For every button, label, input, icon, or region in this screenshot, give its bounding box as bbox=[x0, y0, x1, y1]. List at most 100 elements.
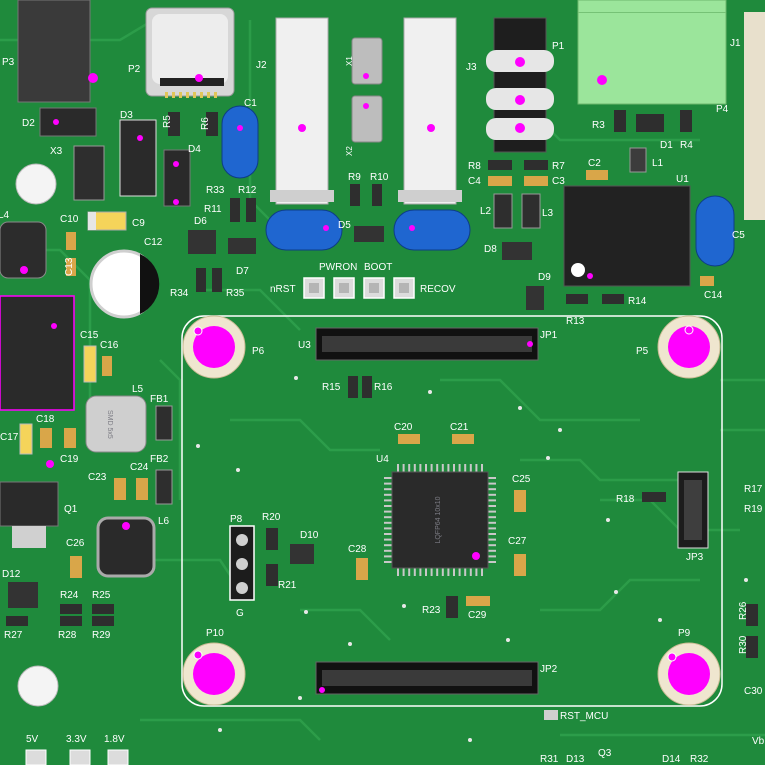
label-l6: L6 bbox=[158, 516, 170, 527]
label-d12: D12 bbox=[2, 569, 21, 580]
label-c20: C20 bbox=[394, 422, 413, 433]
label-d2: D2 bbox=[22, 118, 35, 129]
ic-u1: U1 bbox=[563, 174, 691, 287]
label-c17: C17 bbox=[0, 432, 19, 443]
label-x2: X2 bbox=[345, 146, 354, 156]
diode-d12: D12 bbox=[2, 569, 38, 608]
diode-d2: D2 bbox=[22, 107, 97, 137]
capacitors-c15-c16 bbox=[83, 345, 112, 383]
resistor-r23 bbox=[446, 596, 458, 618]
resistors-r13-r14: R13 R14 bbox=[566, 294, 647, 327]
label-c13: C13 bbox=[64, 257, 75, 276]
label-d13: D13 bbox=[566, 754, 585, 765]
label-r3: R3 bbox=[592, 120, 605, 131]
label-5v: 5V bbox=[26, 734, 39, 745]
label-r17: R17 bbox=[744, 484, 763, 495]
label-c28: C28 bbox=[348, 544, 367, 555]
label-p2: P2 bbox=[128, 64, 141, 75]
mount-pad-p9: P9 bbox=[657, 628, 721, 706]
label-q3: Q3 bbox=[598, 748, 612, 759]
label-r23: R23 bbox=[422, 605, 441, 616]
label-g: G bbox=[236, 608, 244, 619]
diode-d3: D3 bbox=[119, 110, 157, 197]
ic-u4-lqfp64: LQFP64 10x10 U4 bbox=[376, 454, 496, 576]
label-c1: C1 bbox=[244, 98, 257, 109]
label-r7: R7 bbox=[552, 161, 565, 172]
label-u3: U3 bbox=[298, 340, 311, 351]
label-nrst: nRST bbox=[270, 284, 296, 295]
capacitor-c6 bbox=[265, 209, 343, 251]
label-x1: X1 bbox=[345, 56, 354, 66]
diode-d7: D7 bbox=[228, 238, 256, 277]
capacitor-c1: C1 bbox=[221, 98, 259, 179]
label-r30: R30 bbox=[738, 635, 749, 654]
label-r11: R11 bbox=[204, 204, 222, 215]
header-p8: P8 G bbox=[229, 514, 255, 619]
label-r34: R34 bbox=[170, 288, 189, 299]
label-r12: R12 bbox=[238, 185, 257, 196]
connector-jp3: JP3 bbox=[677, 471, 709, 563]
connector-jp1: U3 JP1 bbox=[298, 327, 558, 361]
label-c23: C23 bbox=[88, 472, 107, 483]
label-c5: C5 bbox=[732, 230, 745, 241]
label-r16: R16 bbox=[374, 382, 393, 393]
resistor-array-bottom-left bbox=[6, 604, 114, 626]
mount-pad-p5: P5 bbox=[636, 315, 721, 379]
label-r8: R8 bbox=[468, 161, 481, 172]
label-r4: R4 bbox=[680, 140, 693, 151]
crystal-x3: X3 bbox=[50, 145, 105, 201]
crystal-x2: X2 bbox=[345, 95, 383, 156]
resistor-r6: R6 bbox=[200, 112, 218, 136]
rst-mcu-pad bbox=[544, 710, 558, 720]
inductor-l5: SMD 5x5 L5 bbox=[85, 384, 147, 453]
inductors-l2-l3: L2 L3 bbox=[480, 193, 554, 229]
label-l5: L5 bbox=[132, 384, 144, 395]
connector-jp2: JP2 bbox=[315, 661, 558, 695]
label-fb1: FB1 bbox=[150, 394, 169, 405]
label-r33: R33 bbox=[206, 185, 225, 196]
mount-pad-p6: P6 bbox=[182, 315, 265, 379]
capacitor-c2 bbox=[586, 170, 608, 180]
label-r26: R26 bbox=[738, 601, 749, 620]
label-vb: Vb bbox=[752, 736, 765, 747]
label-c3: C3 bbox=[552, 176, 565, 187]
label-u1: U1 bbox=[676, 174, 689, 185]
ic-left-partial bbox=[0, 295, 75, 411]
resistor-r11-r12 bbox=[230, 198, 256, 222]
mount-hole-1 bbox=[15, 163, 57, 205]
label-r24: R24 bbox=[60, 590, 79, 601]
label-c14: C14 bbox=[704, 290, 723, 301]
label-p6: P6 bbox=[252, 346, 265, 357]
label-fb2: FB2 bbox=[150, 454, 169, 465]
label-c19: C19 bbox=[60, 454, 79, 465]
label-r19: R19 bbox=[744, 504, 763, 515]
label-u4: U4 bbox=[376, 454, 389, 465]
connector-j3: J3 bbox=[398, 17, 477, 205]
label-c29: C29 bbox=[468, 610, 487, 621]
terminal-block-p4: J1 P4 bbox=[577, 0, 741, 115]
label-r18: R18 bbox=[616, 494, 635, 505]
label-c18: C18 bbox=[36, 414, 55, 425]
label-l1: L1 bbox=[652, 158, 664, 169]
resistor-r5: R5 bbox=[162, 112, 180, 136]
label-q1: Q1 bbox=[64, 504, 78, 515]
capacitors-c20-c21 bbox=[398, 434, 474, 444]
label-jp3: JP3 bbox=[686, 552, 704, 563]
label-r27: R27 bbox=[4, 630, 23, 641]
label-p10: P10 bbox=[206, 628, 224, 639]
u4-mark: LQFP64 10x10 bbox=[435, 496, 442, 543]
label-c16: C16 bbox=[100, 340, 119, 351]
label-pwron: PWRON bbox=[319, 262, 357, 273]
electrolytic-c12: C12 bbox=[89, 237, 163, 319]
label-c15: C15 bbox=[80, 330, 99, 341]
capacitor-c26 bbox=[70, 556, 82, 578]
label-j3: J3 bbox=[466, 62, 477, 73]
resistor-r18 bbox=[642, 492, 666, 502]
label-r29: R29 bbox=[92, 630, 111, 641]
label-jp2: JP2 bbox=[540, 664, 558, 675]
label-r6: R6 bbox=[200, 117, 211, 130]
label-p4: P4 bbox=[716, 104, 729, 115]
label-c30: C30 bbox=[744, 686, 763, 697]
label-r13: R13 bbox=[566, 316, 585, 327]
connector-p3: P3 bbox=[2, 0, 98, 103]
